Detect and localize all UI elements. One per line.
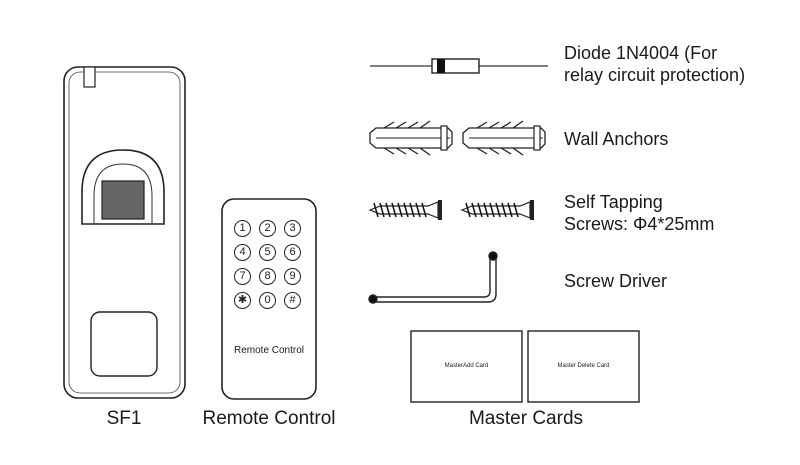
- screws-label-line1: Self Tapping: [564, 192, 663, 212]
- master-add-card-label: MasterAdd Card: [444, 363, 489, 369]
- caption-sf1: SF1: [106, 408, 142, 429]
- master-delete-card-label: Master Delete Card: [557, 363, 610, 369]
- screws-label-line2: Screws: Φ4*25mm: [564, 214, 715, 234]
- wall-anchor-2: [462, 120, 546, 156]
- remote-key: 2: [259, 220, 276, 237]
- remote-key: 8: [259, 268, 276, 285]
- screw-driver: [368, 251, 498, 304]
- screw-1: [368, 200, 442, 220]
- remote-key: #: [284, 292, 301, 309]
- remote-key: 6: [284, 244, 301, 261]
- diode-label-line2: relay circuit protection): [564, 65, 746, 85]
- diode-drawing: [370, 58, 548, 74]
- remote-key: 1: [234, 220, 251, 237]
- card-read-area: [90, 311, 158, 377]
- wall-anchors-label: Wall Anchors: [564, 129, 669, 149]
- caption-remote-control: Remote Control: [202, 408, 336, 429]
- master-delete-card: [527, 330, 640, 403]
- master-add-card: [410, 330, 523, 403]
- remote-key: 3: [284, 220, 301, 237]
- wall-anchor-1: [369, 120, 453, 156]
- sf1-indicator: [83, 66, 96, 88]
- remote-key: 0: [259, 292, 276, 309]
- diode-label-line1: Diode 1N4004 (For: [564, 43, 718, 63]
- fingerprint-window: [101, 180, 145, 220]
- remote-key: 7: [234, 268, 251, 285]
- sf1-device: [63, 66, 186, 399]
- remote-key: 9: [284, 268, 301, 285]
- caption-master-cards: Master Cards: [468, 408, 584, 429]
- remote-key: 4: [234, 244, 251, 261]
- screw-2: [460, 200, 534, 220]
- remote-printed-label: Remote Control: [233, 345, 305, 356]
- screw-driver-label: Screw Driver: [564, 271, 668, 291]
- remote-key: 5: [259, 244, 276, 261]
- remote-key: ✱: [234, 292, 251, 309]
